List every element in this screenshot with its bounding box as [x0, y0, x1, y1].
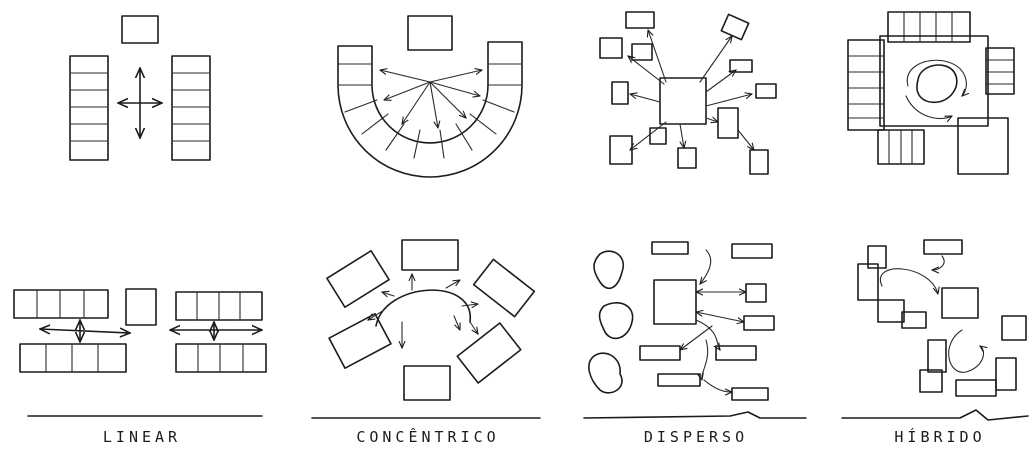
left-bottom-bar: [20, 344, 126, 372]
left-bar: [848, 40, 884, 130]
core-block: [122, 16, 158, 43]
satellite-block: [474, 259, 535, 316]
organic-blobs: [589, 251, 633, 393]
courtyard: [880, 36, 988, 126]
right-bottom-bar: [176, 344, 266, 372]
block: [902, 312, 926, 328]
label-disperso: DISPERSO: [644, 428, 748, 446]
core-block: [654, 280, 696, 324]
block: [928, 340, 946, 372]
core-block: [408, 16, 452, 50]
scatter-arrows: [680, 250, 746, 392]
linear-top-diagram: [70, 16, 210, 160]
hybrid-bottom-diagram: [858, 240, 1026, 396]
linear-bottom-diagram: [14, 289, 266, 372]
right-top-bar: [176, 292, 262, 320]
core-block: [404, 366, 450, 400]
left-top-bar: [14, 290, 108, 318]
block: [924, 240, 962, 254]
block: [878, 300, 904, 322]
satellite-blocks: [600, 12, 776, 174]
label-linear: LINEAR: [103, 428, 181, 446]
core-block: [126, 289, 156, 325]
dispersed-underline: [584, 412, 806, 418]
circulation-arrows: [40, 320, 262, 342]
radial-arrows: [380, 70, 482, 128]
block: [956, 380, 996, 396]
label-concentrico: CONCÊNTRICO: [356, 427, 499, 446]
block: [920, 370, 942, 392]
core-block: [660, 78, 706, 124]
radial-arrows: [368, 274, 478, 348]
concentric-top-diagram: [338, 16, 522, 177]
core-block: [942, 288, 978, 318]
concentric-bottom-diagram: [327, 240, 534, 400]
dispersed-top-diagram: [600, 12, 776, 174]
u-shaped-ring: [338, 42, 522, 177]
satellite-block: [457, 323, 520, 383]
hybrid-top-diagram: [848, 12, 1014, 174]
label-hibrido: HÍBRIDO: [894, 427, 985, 446]
block: [1002, 316, 1026, 340]
hybrid-underline: [842, 410, 1028, 420]
block: [996, 358, 1016, 390]
organic-core: [917, 65, 957, 102]
right-bar: [986, 48, 1014, 94]
block: [858, 264, 878, 300]
satellite-blocks: [640, 242, 774, 400]
cross-arrows: [118, 68, 162, 138]
satellite-block: [402, 240, 458, 270]
satellite-block: [329, 314, 391, 368]
dispersed-bottom-diagram: [589, 242, 774, 400]
scatter-arrows: [628, 30, 754, 150]
satellite-block: [327, 251, 389, 307]
right-bar: [172, 56, 210, 160]
left-bar: [70, 56, 108, 160]
top-bar: [888, 12, 970, 42]
